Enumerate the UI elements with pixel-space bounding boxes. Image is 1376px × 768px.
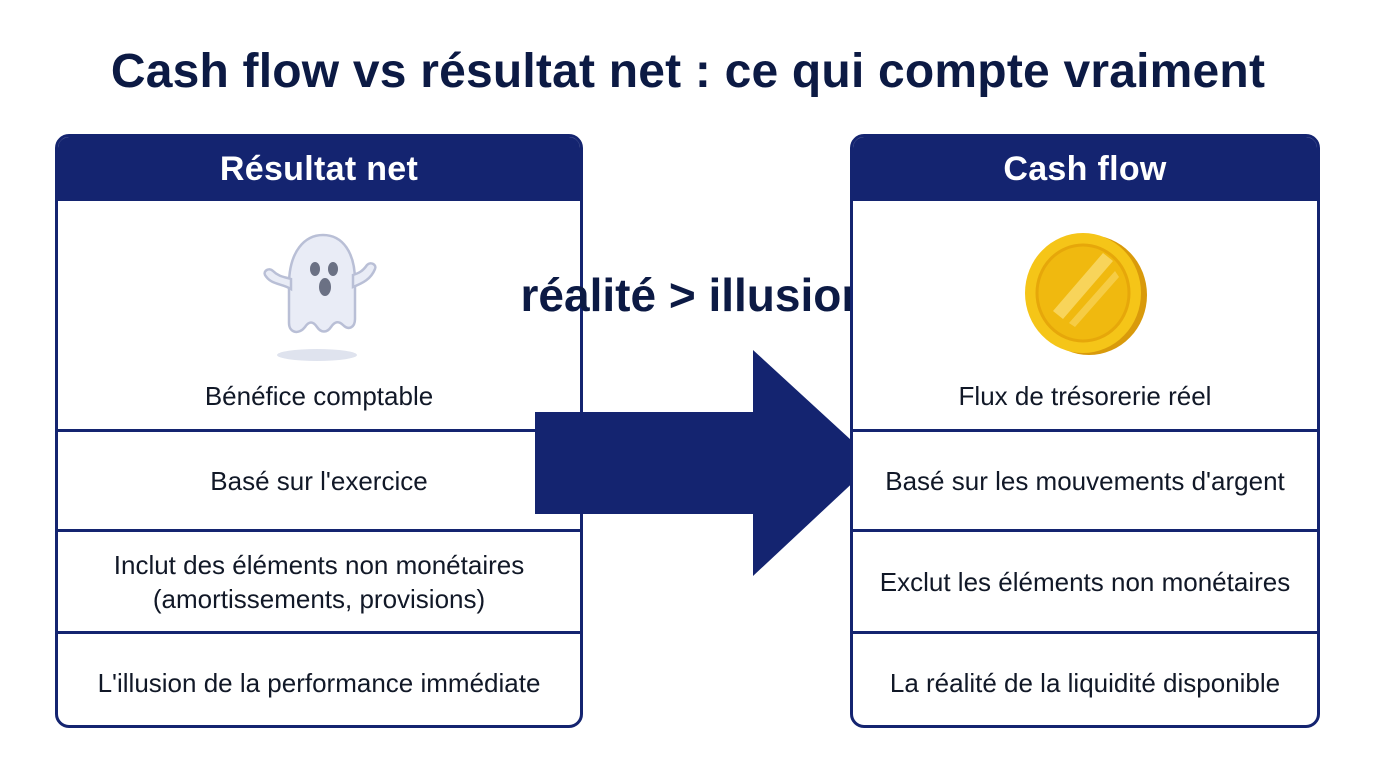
cash-flow-row-2: Basé sur les mouvements d'argent (853, 429, 1317, 529)
net-income-row-3: Inclut des éléments non monétaires (amor… (58, 529, 580, 631)
cash-flow-row-1-text: Flux de trésorerie réel (958, 381, 1212, 411)
net-income-row-1: Bénéfice comptable (58, 201, 580, 429)
right-arrow-icon (535, 350, 875, 576)
net-income-row-2: Basé sur l'exercice (58, 429, 580, 529)
net-income-header: Résultat net (58, 137, 580, 201)
net-income-row-4: L'illusion de la performance immédiate (58, 631, 580, 725)
gold-coin-icon (1015, 223, 1155, 363)
cash-flow-panel: Cash flow Flux de trésorerie réel Basé s… (850, 134, 1320, 728)
cash-flow-row-3: Exclut les éléments non monétaires (853, 529, 1317, 631)
center-label: réalité > illusion (520, 269, 870, 321)
cash-flow-row-1: Flux de trésorerie réel (853, 201, 1317, 429)
net-income-panel: Résultat net Bénéfice comptable Basé sur… (55, 134, 583, 728)
page-title: Cash flow vs résultat net : ce qui compt… (110, 45, 1266, 98)
ghost-icon (249, 223, 389, 363)
cash-flow-row-4: La réalité de la liquidité disponible (853, 631, 1317, 725)
cash-flow-header: Cash flow (853, 137, 1317, 201)
net-income-row-1-text: Bénéfice comptable (204, 381, 434, 411)
